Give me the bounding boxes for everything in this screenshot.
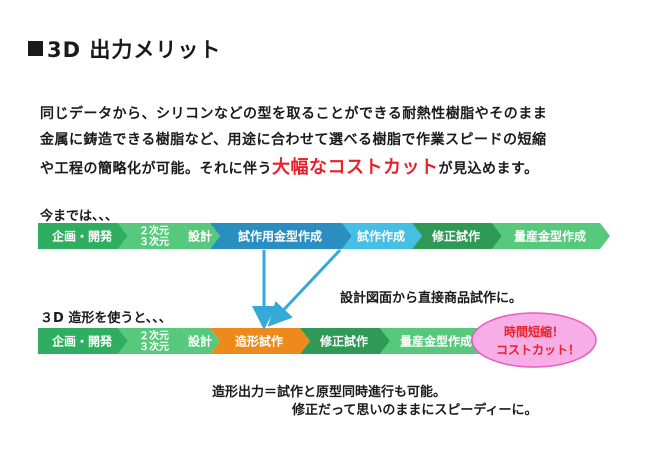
arrow-from-prototype-to-3d bbox=[267, 248, 342, 327]
after-step-2-label: ２次元 bbox=[139, 329, 169, 342]
badge-line-1: 時間短縮！ bbox=[504, 324, 564, 339]
after-step-2-shape bbox=[118, 328, 192, 354]
before-step-1-label: 企画・開発 bbox=[51, 229, 113, 244]
before-step-5-label: 試作作成 bbox=[357, 229, 405, 244]
before-step-3-shape bbox=[182, 223, 220, 249]
flow-before-label: 今までは、、、 bbox=[40, 209, 119, 224]
intro-line-2: 金属に鋳造できる樹脂など、用途に合わせて選べる樹脂で作業スピードの短縮 bbox=[40, 132, 547, 148]
direct-prototype-note: 設計図面から直接商品試作に。 bbox=[340, 291, 523, 306]
before-step-2-shape bbox=[118, 223, 192, 249]
before-step-2-label: ２次元 bbox=[139, 224, 169, 237]
intro-line-1: 同じデータから、シリコンなどの型を取ることができる耐熱性樹脂やそのまま bbox=[40, 106, 548, 122]
badge-line-2: コストカット！ bbox=[496, 343, 580, 357]
after-step-5-shape bbox=[300, 328, 390, 354]
before-step-7-label: 量産金型作成 bbox=[514, 229, 586, 244]
after-step-4-label: 造形試作 bbox=[235, 334, 283, 349]
after-step-6-label: 量産金型作成 bbox=[400, 334, 472, 349]
after-step-2-label: ３次元 bbox=[139, 340, 169, 353]
after-step-3-shape bbox=[182, 328, 220, 354]
square-bullet-icon bbox=[28, 41, 43, 56]
after-step-4-shape bbox=[210, 328, 310, 354]
before-step-5-shape bbox=[342, 223, 422, 249]
flow-connectors bbox=[252, 248, 342, 330]
before-step-4-label: 試作用金型作成 bbox=[238, 229, 322, 244]
before-step-6-shape bbox=[412, 223, 502, 249]
bottom-note-1: 造形出力＝試作と原型同時進行も可能。 bbox=[212, 385, 447, 400]
cost-cut-highlight: 大幅なコストカット bbox=[272, 157, 439, 178]
before-step-1-shape bbox=[38, 223, 128, 249]
time-cost-badge: 時間短縮！ コストカット！ bbox=[471, 312, 597, 368]
badge-ellipse bbox=[471, 312, 597, 368]
after-step-1-label: 企画・開発 bbox=[51, 334, 113, 349]
before-step-6-label: 修正試作 bbox=[431, 229, 480, 244]
before-step-3-label: 設計 bbox=[188, 229, 212, 244]
after-step-3-label: 設計 bbox=[188, 334, 212, 349]
after-step-1-shape bbox=[38, 328, 128, 354]
after-step-5-label: 修正試作 bbox=[319, 334, 368, 349]
page-title: 3D 出力メリット bbox=[28, 34, 221, 64]
flow-after-label: ３D 造形を使うと、、、 bbox=[40, 311, 172, 326]
before-step-4-shape bbox=[210, 223, 352, 249]
after-step-6-shape bbox=[380, 328, 494, 354]
bottom-note-2: 修正だって思いのままにスピーディーに。 bbox=[292, 403, 538, 418]
before-step-7-shape bbox=[492, 223, 610, 249]
intro-line-3: や工程の簡略化が可能。それに伴う大幅なコストカットが見込めます。 bbox=[40, 157, 539, 178]
before-step-2-label: ３次元 bbox=[139, 235, 169, 248]
